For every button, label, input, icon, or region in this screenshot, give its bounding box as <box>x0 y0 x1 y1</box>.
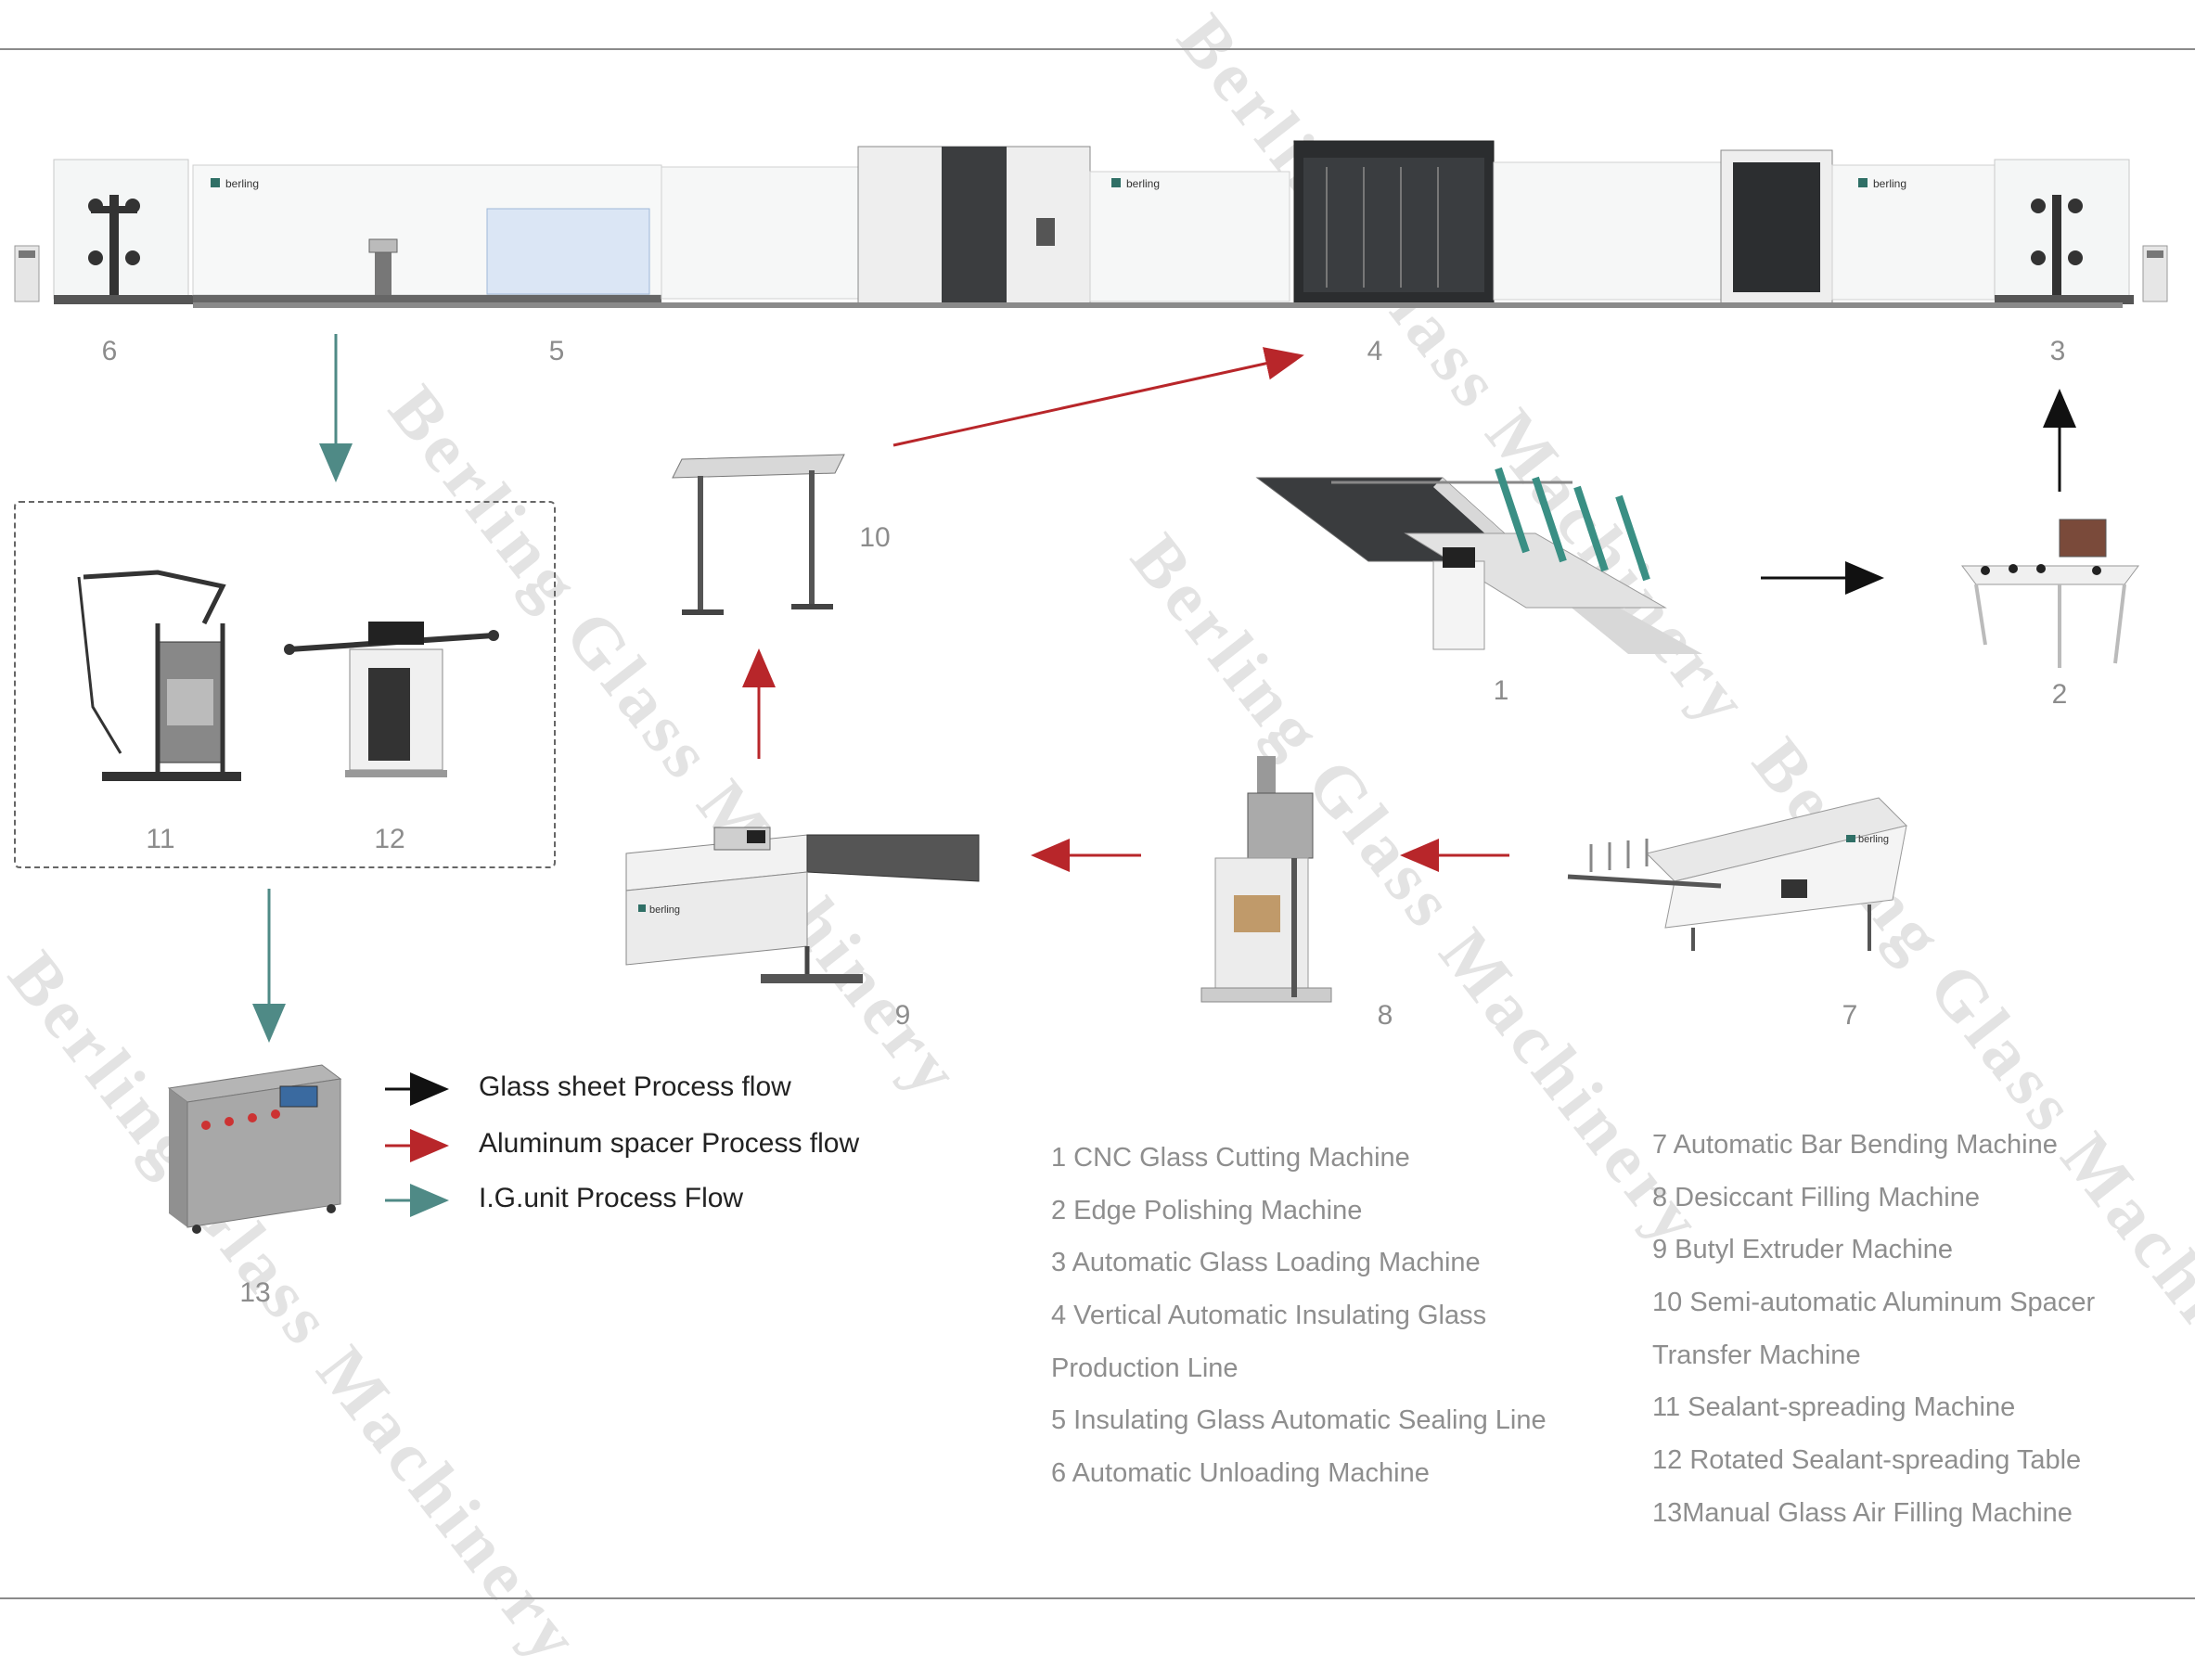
production-line: berling berling berling <box>14 140 2168 308</box>
label-12: 12 <box>374 824 405 854</box>
butyl-extruder-machine: berling <box>625 827 980 983</box>
label-10: 10 <box>859 522 891 553</box>
cnc-glass-cutting-machine <box>1255 467 1702 654</box>
aluminum-spacer-transfer-machine <box>672 454 845 615</box>
label-6: 6 <box>101 336 118 366</box>
legend-aluminum-spacer: Aluminum spacer Process flow <box>479 1128 860 1159</box>
label-1: 1 <box>1493 675 1509 706</box>
sealant-group-box <box>14 501 556 868</box>
machine-list-item: 11 Sealant-spreading Machine <box>1652 1392 2016 1422</box>
label-9: 9 <box>894 1000 911 1031</box>
brand-logo: berling <box>1873 177 1906 190</box>
brand-logo: berling <box>225 177 259 190</box>
machine-list-item: 8 Desiccant Filling Machine <box>1652 1183 1980 1212</box>
brand-logo: berling <box>1126 177 1160 190</box>
brand-logo: berling <box>1858 834 1889 845</box>
brand-logo: berling <box>649 904 680 916</box>
machine-list-item: 9 Butyl Extruder Machine <box>1652 1235 1953 1264</box>
machine-list-item: Production Line <box>1051 1353 1239 1383</box>
machine-list-item: 4 Vertical Automatic Insulating Glass <box>1051 1301 1487 1330</box>
manual-glass-air-filling-machine <box>167 1064 342 1234</box>
machine-list-item: 7 Automatic Bar Bending Machine <box>1652 1130 2058 1160</box>
machine-list-item: 12 Rotated Sealant-spreading Table <box>1652 1445 2082 1475</box>
sealant-spreading-machine <box>77 570 241 781</box>
label-13: 13 <box>239 1277 271 1308</box>
arrow-10-to-4 <box>892 347 1304 447</box>
machine-list-item: 2 Edge Polishing Machine <box>1051 1196 1363 1225</box>
bottom-divider <box>0 1597 2195 1599</box>
legend-glass-sheet: Glass sheet Process flow <box>479 1071 791 1102</box>
label-2: 2 <box>2051 679 2068 710</box>
flow-arrows <box>252 334 2076 1217</box>
label-8: 8 <box>1377 1000 1393 1031</box>
machine-list-item: 5 Insulating Glass Automatic Sealing Lin… <box>1051 1405 1547 1435</box>
label-7: 7 <box>1842 1000 1858 1031</box>
label-5: 5 <box>548 336 565 366</box>
machine-list-item: 6 Automatic Unloading Machine <box>1051 1458 1430 1488</box>
edge-polishing-machine <box>1961 519 2139 668</box>
top-divider <box>0 48 2195 50</box>
rotated-sealant-spreading-table <box>284 622 499 777</box>
label-3: 3 <box>2049 336 2066 366</box>
automatic-bar-bending-machine: berling <box>1567 797 1907 951</box>
desiccant-filling-machine <box>1200 756 1332 1003</box>
machine-list-item: 10 Semi-automatic Aluminum Spacer <box>1652 1288 2096 1317</box>
machine-list-item: 13Manual Glass Air Filling Machine <box>1652 1498 2073 1528</box>
machine-list-item: Transfer Machine <box>1652 1340 1861 1370</box>
machine-list-item: 1 CNC Glass Cutting Machine <box>1051 1143 1410 1173</box>
legend-ig-unit: I.G.unit Process Flow <box>479 1183 744 1213</box>
machine-list-item: 3 Automatic Glass Loading Machine <box>1051 1248 1481 1277</box>
label-4: 4 <box>1367 336 1383 366</box>
label-11: 11 <box>146 824 175 854</box>
